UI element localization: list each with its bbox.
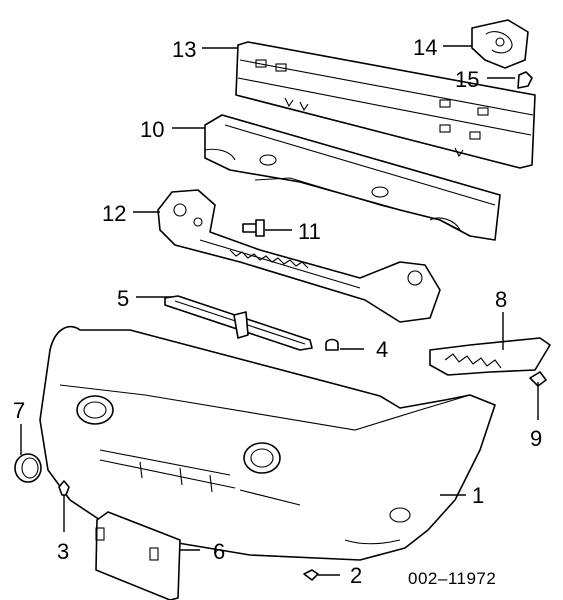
callout-5: 5 xyxy=(117,286,129,311)
callout-6: 6 xyxy=(213,539,225,564)
side-bolt xyxy=(529,371,547,387)
callout-13: 13 xyxy=(172,37,196,62)
callout-8: 8 xyxy=(495,287,507,312)
callout-7: 7 xyxy=(13,398,25,423)
callout-3: 3 xyxy=(57,539,69,564)
fog-lamp-cap xyxy=(14,453,42,483)
callout-4: 4 xyxy=(376,337,388,362)
callout-10: 10 xyxy=(140,117,164,142)
callout-9: 9 xyxy=(530,426,542,451)
side-bracket xyxy=(429,337,551,376)
figure-code: 002–11972 xyxy=(408,569,496,588)
energy-absorber xyxy=(204,114,501,241)
leader-lines xyxy=(20,45,539,576)
reinforcement-beam xyxy=(235,41,536,169)
retainer-clip xyxy=(58,480,70,496)
callout-2: 2 xyxy=(350,563,362,588)
callout-15: 15 xyxy=(455,67,479,92)
bolt xyxy=(242,219,265,237)
callout-14: 14 xyxy=(413,35,437,60)
bracket xyxy=(471,19,529,69)
clip xyxy=(517,71,533,89)
callout-12: 12 xyxy=(102,201,126,226)
callout-1: 1 xyxy=(472,483,484,508)
screw xyxy=(303,569,319,581)
bumper-support xyxy=(157,189,441,323)
license-plate-bracket xyxy=(95,511,181,600)
grille xyxy=(164,295,313,351)
bumper-cover xyxy=(39,325,496,561)
push-pin xyxy=(325,338,339,351)
callout-11: 11 xyxy=(298,219,321,244)
